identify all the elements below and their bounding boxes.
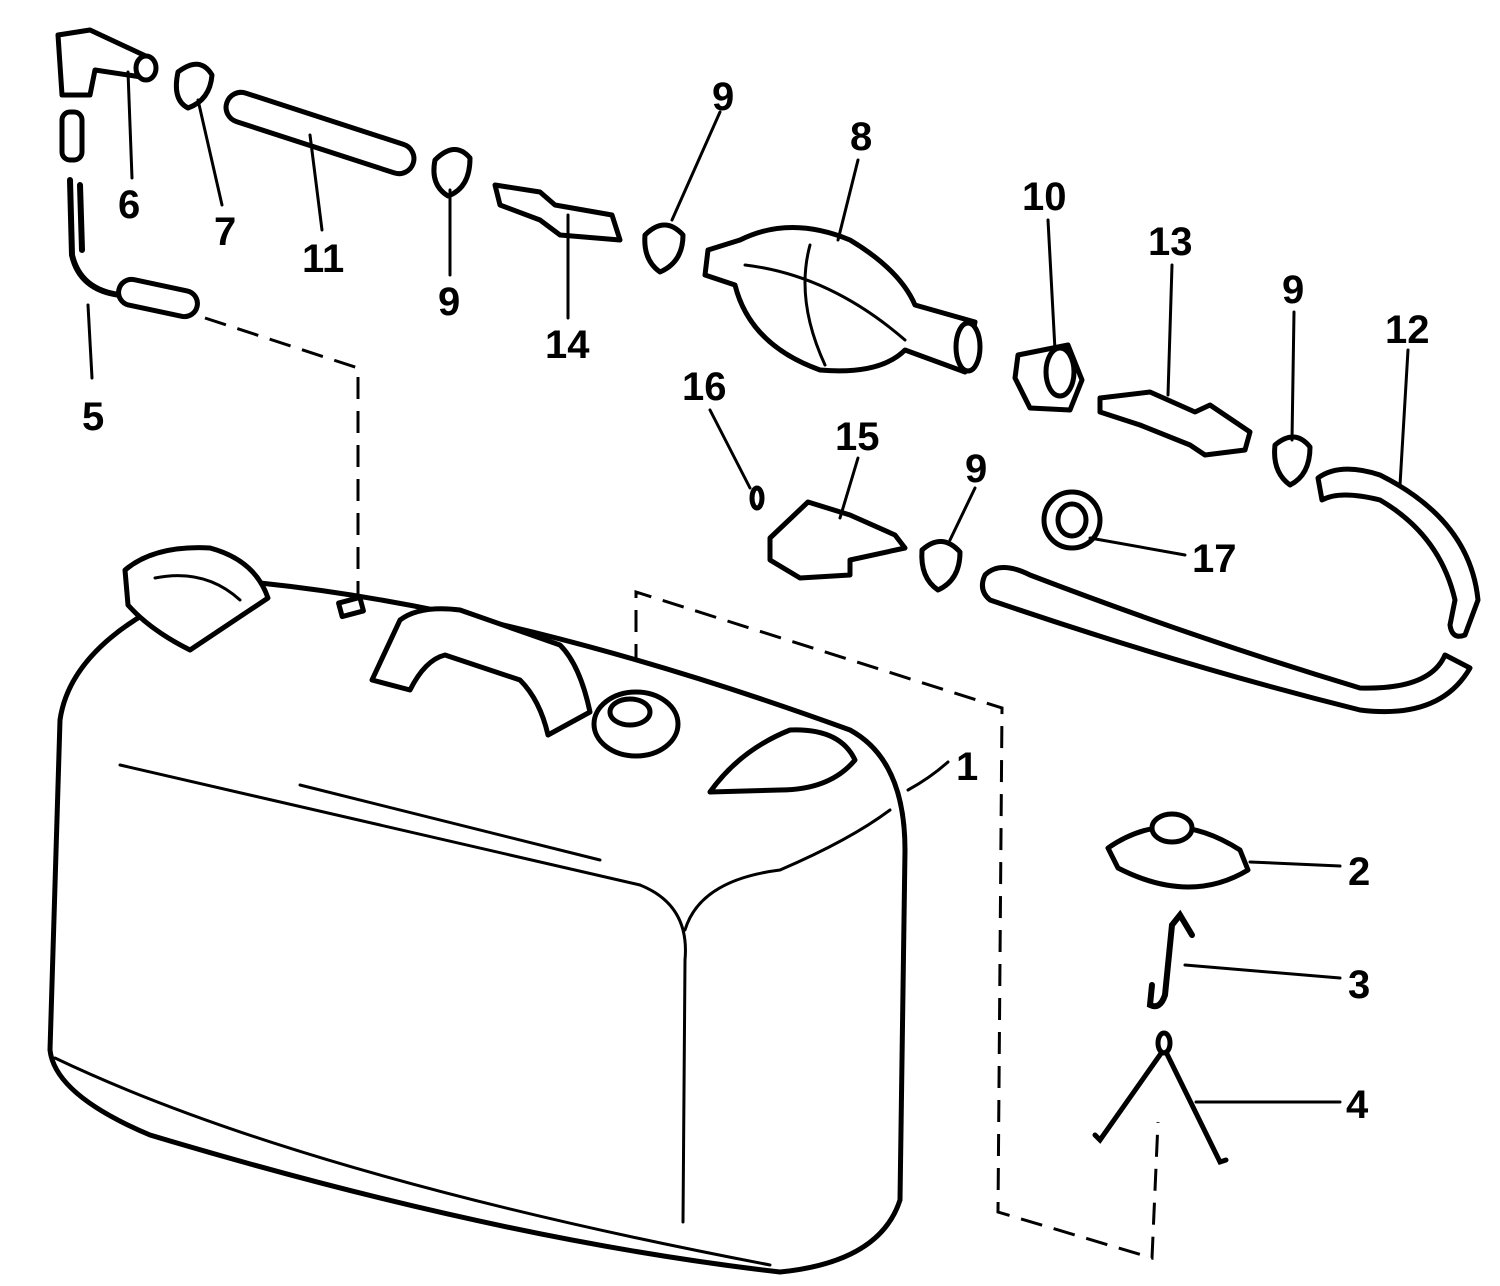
hose-12 [1315, 466, 1481, 639]
clamp-9-d [919, 539, 963, 593]
callout-13: 13 [1148, 220, 1193, 264]
callout-9-c: 9 [1282, 268, 1304, 312]
callout-2: 2 [1348, 850, 1370, 894]
callout-3: 3 [1348, 963, 1370, 1007]
callout-6: 6 [118, 183, 140, 227]
callout-12: 12 [1385, 308, 1430, 352]
callout-5: 5 [82, 395, 104, 439]
wire-stand [1092, 1030, 1229, 1166]
connector-14 [492, 182, 623, 243]
clamp-7 [173, 61, 215, 111]
callout-14: 14 [545, 323, 590, 367]
callout-16: 16 [682, 365, 727, 409]
callout-15: 15 [835, 415, 880, 459]
callout-7: 7 [214, 210, 236, 254]
clamp-9-c [1272, 434, 1313, 488]
fitting-13 [1097, 389, 1253, 458]
assembly-line-pickup [204, 316, 360, 598]
callout-10: 10 [1022, 175, 1067, 219]
leader-lines [86, 70, 1410, 1104]
filler-cap [1105, 811, 1251, 890]
primer-bulb [702, 225, 983, 375]
clamp-9-a [431, 147, 473, 199]
o-ring-16 [749, 485, 765, 511]
callout-9-a: 9 [438, 280, 460, 324]
hose-11 [223, 89, 417, 177]
callout-4: 4 [1346, 1083, 1369, 1127]
pickup-tube [67, 177, 200, 320]
callout-17: 17 [1192, 537, 1237, 581]
pickup-filter [116, 276, 200, 320]
nut-10 [1012, 342, 1085, 413]
tank-spout-left [122, 545, 271, 653]
fuel-tank [47, 545, 908, 1275]
tank-spout-right [707, 727, 858, 795]
assembly-line-cap-stand [634, 589, 1160, 1260]
callout-9-b: 9 [712, 75, 734, 119]
callout-9-d: 9 [965, 447, 987, 491]
callouts: 1 2 3 4 5 6 7 11 9 14 9 8 10 13 9 12 16 … [82, 75, 1430, 1127]
callout-8: 8 [850, 115, 872, 159]
fuel-connector-15 [767, 499, 908, 581]
retainer-hook [1146, 909, 1195, 1010]
clamp-9-b [642, 222, 686, 275]
hose-clamp-17 [1041, 489, 1103, 551]
tank-vent [336, 594, 366, 620]
callout-11: 11 [302, 237, 344, 281]
hose-lower [979, 565, 1473, 715]
tank-handle [369, 606, 593, 738]
callout-1: 1 [956, 745, 978, 789]
elbow-fitting [55, 27, 159, 163]
